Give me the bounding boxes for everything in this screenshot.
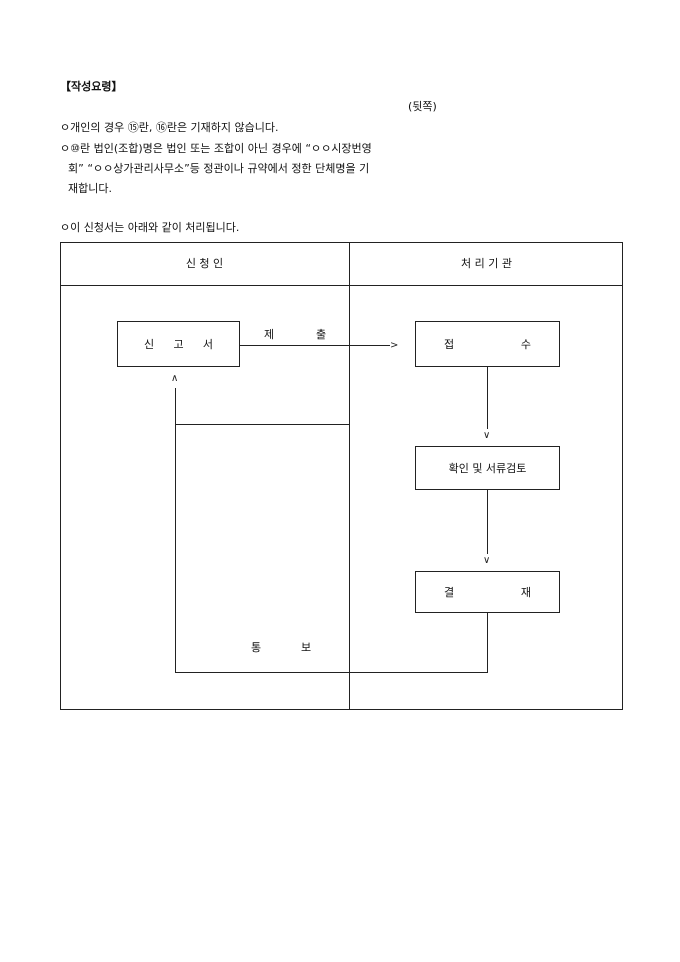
box-receipt-label-b: 수 [520,338,531,351]
notice-connector-bottom [175,672,488,673]
notice-connector-down [487,613,488,673]
box-approval-label-a: 결 [444,586,455,599]
box-report-form: 신 고 서 [117,321,240,367]
table-header-divider [60,285,623,286]
instruction-line-2c: 재합니다. [68,182,112,195]
arrow-right-icon: > [390,340,399,351]
instruction-line-2a: ㅇ⑩란 법인(조합)명은 법인 또는 조합이 아닌 경우에 “ㅇㅇ시장번영 [60,142,372,155]
page-side-note: (뒷쪽) [408,100,437,113]
box-report-form-label-c: 서 [202,338,213,351]
box-review-label: 확인 및 서류검토 [448,462,527,475]
arrow-down-icon: ∨ [483,555,491,566]
section-heading: 【작성요령】 [60,80,123,93]
box-receipt-label-a: 접 [444,338,455,351]
connector-receipt-review [487,367,488,429]
box-report-form-label-a: 신 [144,338,155,351]
notice-label-a: 통 [251,641,262,654]
process-flow-table [60,242,623,710]
box-report-form-label-b: 고 [173,338,184,351]
notice-label-b: 보 [301,641,312,654]
box-approval: 결 재 [415,571,560,613]
connector-review-approval [487,490,488,554]
box-review: 확인 및 서류검토 [415,446,560,490]
table-column-divider [349,242,350,710]
submit-label-a: 제 [264,328,275,341]
submit-connector-line [240,345,390,346]
notice-connector-up [175,388,176,673]
instruction-line-3: ㅇ이 신청서는 아래와 같이 처리됩니다. [60,221,240,234]
submit-label-b: 출 [316,328,327,341]
instruction-line-2b: 회” “ㅇㅇ상가관리사무소”등 정관이나 규약에서 정한 단체명을 기 [68,162,370,175]
column-header-applicant: 신 청 인 [185,257,224,270]
box-receipt: 접 수 [415,321,560,367]
arrow-up-icon: ∧ [171,373,179,384]
box-approval-label-b: 재 [520,586,531,599]
applicant-side-connector [175,424,349,425]
instruction-line-1: ㅇ개인의 경우 ⑮란, ⑯란은 기재하지 않습니다. [60,121,279,134]
column-header-agency: 처 리 기 관 [461,257,512,270]
arrow-down-icon: ∨ [483,430,491,441]
